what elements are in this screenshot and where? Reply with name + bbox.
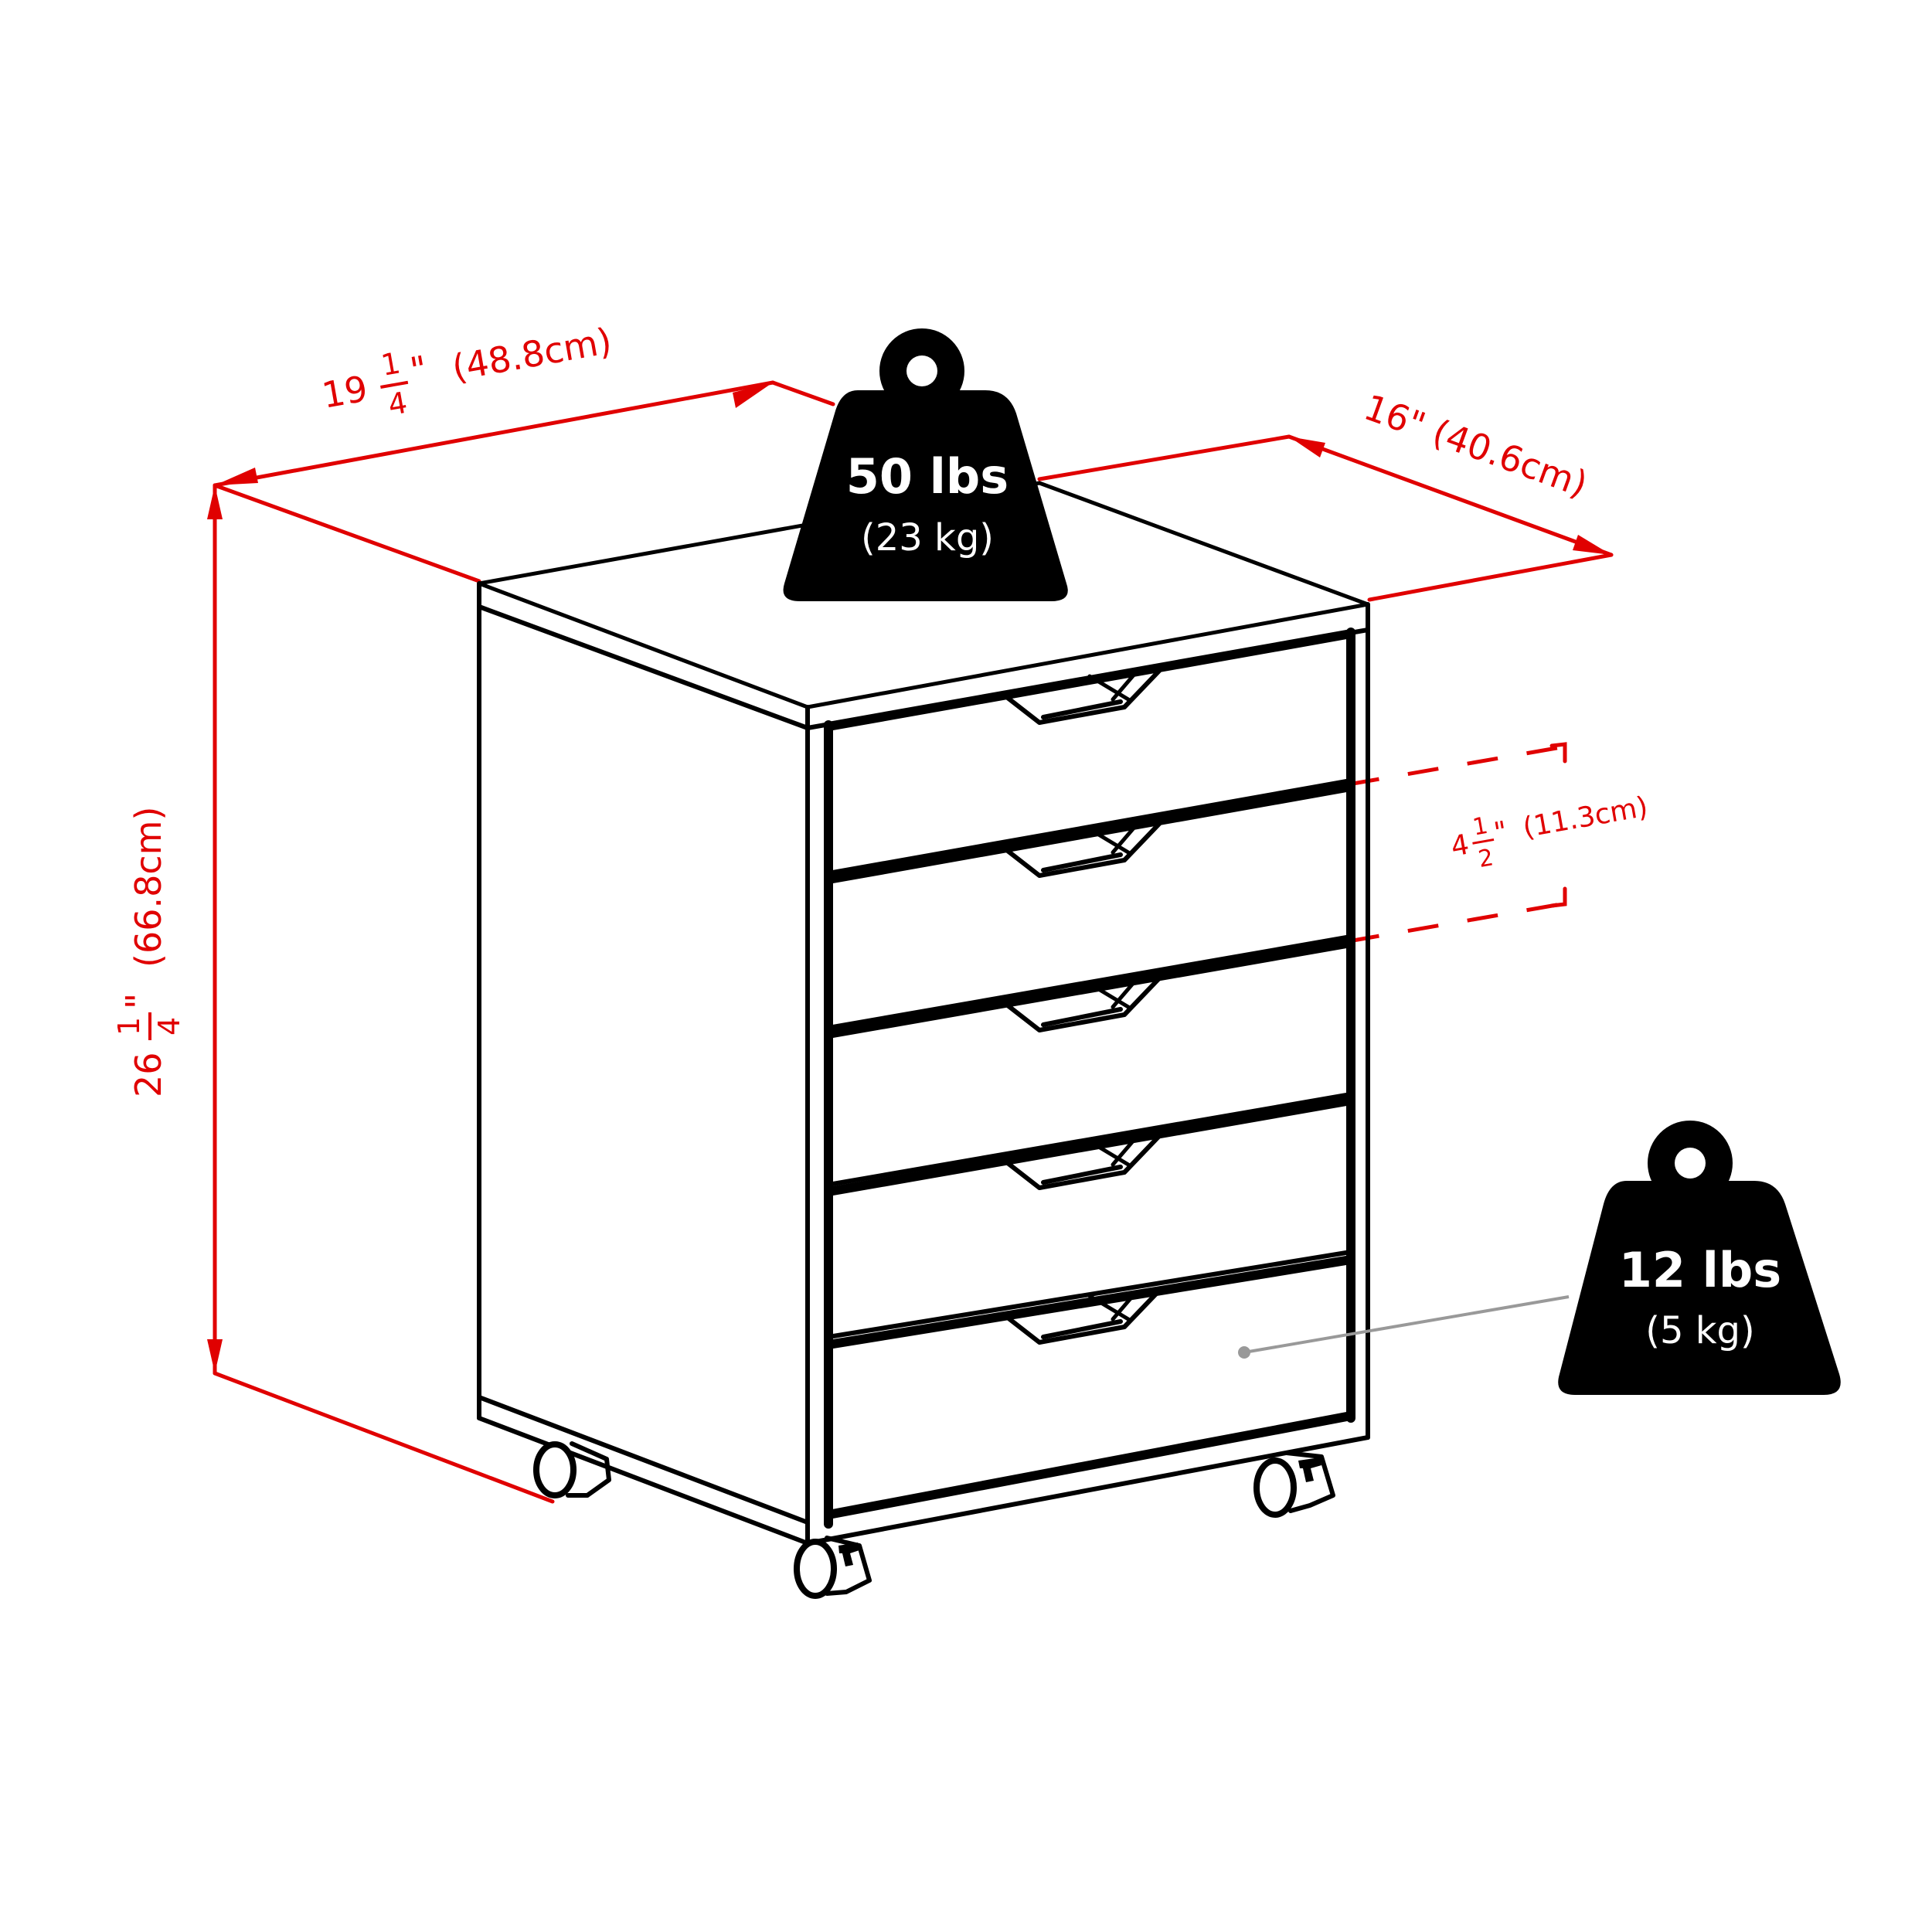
drawers xyxy=(824,629,1355,1349)
width-inch-mark: " xyxy=(407,348,430,392)
width-metric: (48.8cm) xyxy=(449,320,615,389)
drawer-handle-icon xyxy=(1002,821,1162,878)
height-extension-line xyxy=(213,1371,555,1504)
height-label: 26 1 4 " (66.8cm) xyxy=(112,807,186,1097)
caster-wheel-icon xyxy=(533,1441,611,1498)
width-dimension-line xyxy=(213,380,775,488)
drawer-height-label: 4 1 2 " (11.3cm) xyxy=(1448,791,1651,873)
drawer-5 xyxy=(824,1255,1355,1349)
cabinet-left-side xyxy=(477,604,810,1525)
drawer-handle-icon xyxy=(1002,976,1162,1032)
caster-wheel-icon xyxy=(794,1536,872,1599)
drawer-height-whole: 4 xyxy=(1448,829,1471,863)
drawer-handle-icon xyxy=(1002,668,1162,725)
dimension-lines xyxy=(207,380,1614,1504)
depth-extension-line-right xyxy=(1367,553,1614,602)
depth-arrow-right-icon xyxy=(1573,535,1611,555)
depth-text: 16" (40.6cm) xyxy=(1359,386,1593,505)
height-frac-num: 1 xyxy=(112,1017,146,1036)
depth-dimension-line xyxy=(1287,434,1614,557)
width-arrow-left-icon xyxy=(215,468,258,485)
width-frac-den: 4 xyxy=(386,386,410,423)
top-capacity-kg: (23 kg) xyxy=(861,516,994,560)
drawer-capacity-kg: (5 kg) xyxy=(1645,1309,1755,1352)
weight-icon xyxy=(783,328,1068,601)
drawer-height-frac-den: 2 xyxy=(1476,844,1495,873)
drawer-2 xyxy=(824,782,1355,884)
drawer-handle-icon xyxy=(1002,1134,1162,1190)
depth-extension-line-left xyxy=(1037,434,1291,481)
drawer-height-bracket-bottom xyxy=(1549,886,1567,908)
drawer-capacity-lbs: 12 lbs xyxy=(1619,1242,1781,1298)
width-extension-line xyxy=(213,483,481,583)
drawer-capacity-weight-badge: 12 lbs (5 kg) xyxy=(1558,1121,1841,1395)
top-capacity-lbs: 50 lbs xyxy=(846,448,1009,505)
width-extension-line-right xyxy=(770,380,835,406)
width-label: 19 1 4 " (48.8cm) xyxy=(319,320,615,423)
cabinet xyxy=(477,481,1370,1546)
leader-dot-icon xyxy=(1238,1346,1250,1359)
depth-label: 16" (40.6cm) xyxy=(1359,386,1593,505)
height-metric: (66.8cm) xyxy=(128,807,169,968)
drawer-handle-icon xyxy=(1002,1288,1162,1345)
top-capacity-weight-badge: 50 lbs (23 kg) xyxy=(783,328,1068,601)
drawer-height-metric: (11.3cm) xyxy=(1521,791,1651,845)
width-whole: 19 xyxy=(319,367,371,416)
drawer-4 xyxy=(824,1096,1355,1196)
height-frac-den: 4 xyxy=(152,1017,186,1036)
width-frac-num: 1 xyxy=(379,346,403,383)
drawer-3 xyxy=(824,938,1355,1039)
drawer-height-inch-mark: " xyxy=(1492,816,1509,849)
caster-wheel-icon xyxy=(1253,1451,1335,1518)
height-inch-mark: " xyxy=(118,993,160,1009)
height-arrow-bottom-icon xyxy=(207,1339,223,1373)
height-arrow-top-icon xyxy=(207,485,223,519)
drawer-capacity-leader xyxy=(1238,1295,1570,1359)
drawer-height-bracket-top xyxy=(1549,742,1567,764)
drawer-height-frac-num: 1 xyxy=(1471,812,1490,842)
weight-icon xyxy=(1558,1121,1841,1395)
casters xyxy=(533,1441,1335,1599)
depth-arrow-left-icon xyxy=(1289,437,1325,457)
height-whole: 26 xyxy=(128,1052,169,1097)
width-arrow-right-icon xyxy=(733,383,773,408)
drawer-1 xyxy=(824,629,1355,731)
